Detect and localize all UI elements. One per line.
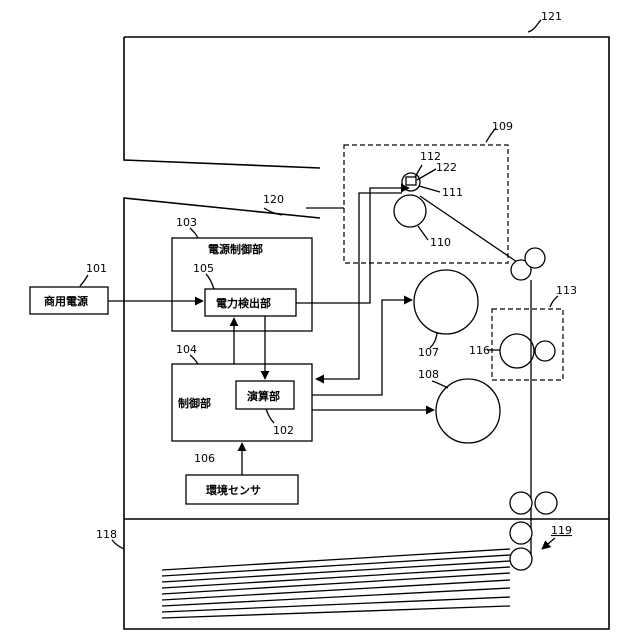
eject-roller-b [525,248,545,268]
feed-arrow [542,538,555,549]
label-110: 110 [430,236,451,249]
label-109: 109 [492,120,513,133]
feed-roller-b [510,548,532,570]
power-to-fixing-line [296,188,409,303]
label-122: 122 [436,161,457,174]
pressure-roller [394,195,426,227]
label-113: 113 [556,284,577,297]
commercial-power-label: 商用電源 [44,294,88,308]
paper-stack [162,549,510,618]
motor-108 [436,379,500,443]
label-108: 108 [418,368,439,381]
label-111: 111 [442,186,463,199]
motor-107 [414,270,478,334]
ctrl-to-motor107 [312,300,412,395]
label-101: 101 [86,262,107,275]
label-119: 119 [551,524,572,537]
reg-roller-b [535,492,557,514]
power-control-title: 電源制御部 [208,242,263,256]
printer-housing [124,37,609,629]
label-102: 102 [273,424,294,437]
label-116: 116 [469,344,490,357]
paper-path-diagonal [420,196,517,262]
label-118: 118 [96,528,117,541]
label-105: 105 [193,262,214,275]
transfer-roller [500,334,534,368]
label-106: 106 [194,452,215,465]
controller-title: 制御部 [178,396,211,410]
label-121: 121 [541,10,562,23]
reg-roller-a [510,492,532,514]
env-sensor-label: 環境センサ [206,483,261,497]
label-120: 120 [263,193,284,206]
feed-roller-a [510,522,532,544]
operation-label: 演算部 [247,389,280,403]
feedback-line [316,193,402,379]
label-107: 107 [418,346,439,359]
label-104: 104 [176,343,197,356]
heater [406,177,416,185]
label-103: 103 [176,216,197,229]
transfer-roller-small [535,341,555,361]
power-detect-label: 電力検出部 [216,296,271,310]
